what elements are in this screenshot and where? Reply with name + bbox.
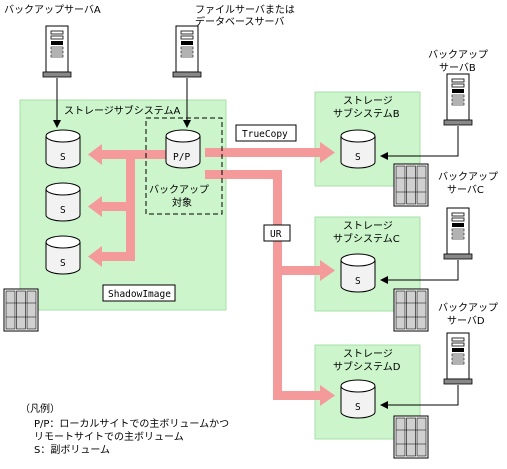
backup-server-c-label-line2: サーバC [447, 184, 484, 196]
secondary-volume-c-label: S [355, 276, 361, 287]
backup-server-c-icon [443, 207, 473, 260]
shadowimage-label-box [102, 284, 176, 302]
primary-volume-label: P/P [173, 152, 190, 163]
storage-a-label: ストレージサブシステムA [64, 104, 180, 117]
ur-label-box [263, 224, 291, 242]
file-db-server-label-line1: ファイルサーバまたは [195, 4, 295, 16]
truecopy-label: TrueCopy [242, 129, 288, 140]
storage-d-label-line2: サブシステムD [333, 360, 401, 373]
storage-c-label-line1: ストレージ [343, 221, 393, 232]
storage-rack-a-icon [3, 288, 39, 332]
storage-rack-d-icon [393, 415, 429, 459]
backup-server-d-label-line2: サーバD [447, 315, 485, 327]
secondary-volume-d-label: S [355, 402, 361, 413]
legend-line2: リモートサイトでの主ボリューム [34, 431, 184, 443]
legend: （凡例） P/P：ローカルサイトでの主ボリュームかつ リモートサイトでの主ボリュ… [20, 402, 229, 456]
secondary-volume-a3-label: S [60, 258, 66, 269]
legend-line1: P/P：ローカルサイトでの主ボリュームかつ [34, 418, 229, 430]
file-database-server-icon [172, 25, 202, 78]
storage-rack-c-icon [393, 288, 429, 332]
storage-b-label-line1: ストレージ [343, 96, 393, 107]
backup-server-b-icon [443, 73, 473, 126]
backup-target-label-line1: バックアップ [149, 184, 209, 196]
secondary-volume-a2-label: S [60, 205, 66, 216]
storage-rack-b-icon [393, 163, 429, 207]
file-db-server-label-line2: データベースサーバ [195, 15, 284, 28]
backup-server-a-label: バックアップサーバA [4, 4, 101, 16]
backup-server-b-label-line1: バックアップ [428, 49, 488, 61]
server-connections [53, 78, 459, 409]
storage-d-label-line1: ストレージ [343, 349, 393, 360]
secondary-volume-a1-label: S [60, 152, 66, 163]
backup-server-a-icon [42, 25, 72, 78]
legend-title: （凡例） [20, 402, 60, 415]
legend-line3: S：副ボリューム [34, 444, 110, 456]
storage-c-label-line2: サブシステムC [333, 232, 400, 245]
backup-server-d-icon [443, 332, 473, 385]
shadowimage-label: ShadowImage [108, 289, 171, 300]
backup-server-c-label-line1: バックアップ [438, 171, 498, 183]
remote-copy-arrows [205, 142, 335, 406]
ur-label: UR [270, 229, 282, 240]
backup-target-box [145, 117, 223, 215]
truecopy-label-box [235, 124, 297, 142]
storage-b-label-line2: サブシステムB [333, 107, 400, 120]
shadowimage-arrows [88, 144, 166, 267]
secondary-volume-b-label: S [355, 152, 361, 163]
backup-target-label-line2: 対象 [172, 196, 192, 209]
backup-server-b-label-line2: サーバB [439, 62, 476, 74]
backup-server-d-label-line1: バックアップ [438, 302, 498, 314]
